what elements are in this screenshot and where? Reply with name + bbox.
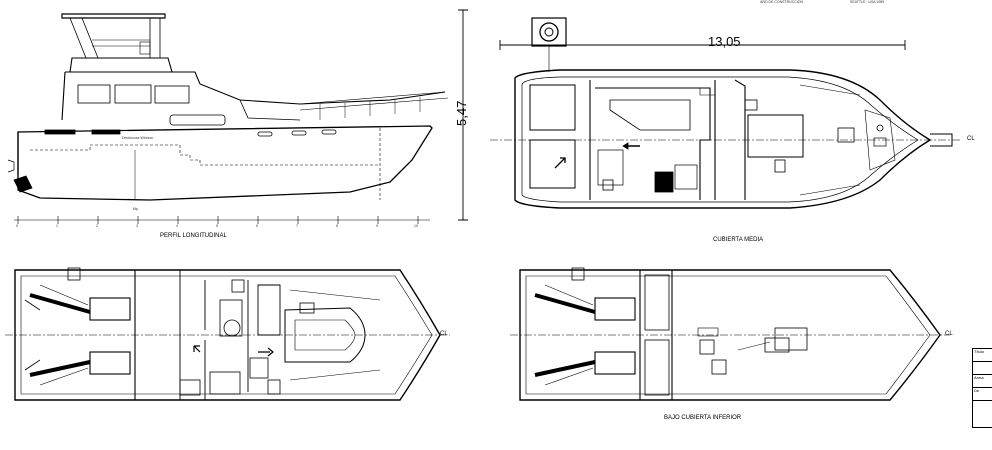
height-dimension — [458, 9, 468, 221]
station-number: 5 — [216, 224, 218, 228]
station-number: 7 — [296, 224, 298, 228]
lower-deck-title: BAJO CUBIERTA INFERIOR — [664, 415, 742, 421]
header-line2: SEATTLE · USA 1989 — [850, 0, 885, 4]
midship-label: Mp — [133, 207, 138, 211]
station-number: 4 — [176, 224, 178, 228]
title-block-row — [973, 362, 992, 375]
profile-view — [7, 13, 449, 221]
station-number: 6 — [256, 224, 258, 228]
centerline-label-top: CL — [967, 136, 975, 142]
title-block-row: De — [973, 388, 992, 401]
station-number: 8 — [336, 224, 338, 228]
station-ticks — [17, 216, 419, 224]
centerline-label-bottom-right: CL — [945, 331, 953, 337]
length-dimension-label: 13,05 — [708, 34, 741, 49]
height-dimension-label: 5,47 — [454, 100, 469, 126]
station-number: 2 — [96, 224, 98, 228]
lower-right-plan — [510, 267, 950, 401]
profile-title: PERFIL LONGITUDINAL — [160, 233, 227, 239]
deckhouse-label: Deckhouse Window — [122, 136, 153, 140]
title-block: Título Arma De — [972, 348, 992, 428]
station-number: 10 — [414, 224, 418, 228]
station-number: 1 — [56, 224, 58, 228]
centerline-label-bottom-left: CL — [440, 331, 448, 337]
station-number: 9 — [376, 224, 378, 228]
station-number: 0 — [16, 224, 18, 228]
title-block-row: Título — [973, 349, 992, 362]
title-block-row: Arma — [973, 375, 992, 388]
lower-left-plan — [5, 267, 450, 401]
station-number: 3 — [136, 224, 138, 228]
header-line1: AÑO DE CONSTRUCCION — [760, 0, 803, 4]
mid-deck-plan — [490, 17, 960, 209]
mid-deck-title: CUBIERTA MEDIA — [713, 237, 764, 243]
